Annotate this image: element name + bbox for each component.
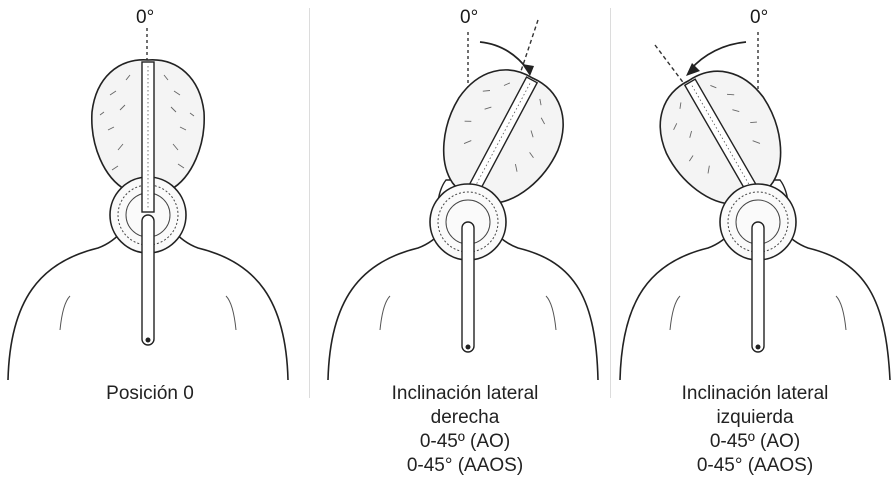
caption-line: derecha: [340, 406, 590, 430]
caption: Inclinación lateral izquierda 0-45º (AO)…: [630, 382, 880, 478]
panel-right-lateral-tilt: 0° Inclinación lateral derecha 0-45º (AO…: [300, 0, 600, 500]
rotation-arrow: [690, 42, 746, 70]
goniometer-lower-arm: [142, 215, 154, 345]
caption-line: Posición 0: [45, 382, 255, 406]
goniometer-lower-arm: [752, 222, 764, 352]
caption-line: 0-45° (AAOS): [630, 454, 880, 478]
neutral-head-illustration: [0, 0, 300, 500]
tilted-line: [655, 45, 685, 85]
caption-line: 0-45º (AO): [340, 430, 590, 454]
goniometer-lower-arm: [462, 222, 474, 352]
caption-line: Inclinación lateral: [340, 382, 590, 406]
rotation-arrow: [480, 42, 528, 70]
caption: Posición 0: [45, 382, 255, 406]
caption-line: 0-45° (AAOS): [340, 454, 590, 478]
caption-line: izquierda: [630, 406, 880, 430]
caption-line: Inclinación lateral: [630, 382, 880, 406]
caption-line: 0-45º (AO): [630, 430, 880, 454]
panel-left-lateral-tilt: 0° Inclinación lateral izquierda 0-45º (…: [600, 0, 891, 500]
goniometer-upper-arm: [142, 62, 154, 212]
panel-neutral-position: 0° Posición 0: [0, 0, 300, 500]
caption: Inclinación lateral derecha 0-45º (AO) 0…: [340, 382, 590, 478]
